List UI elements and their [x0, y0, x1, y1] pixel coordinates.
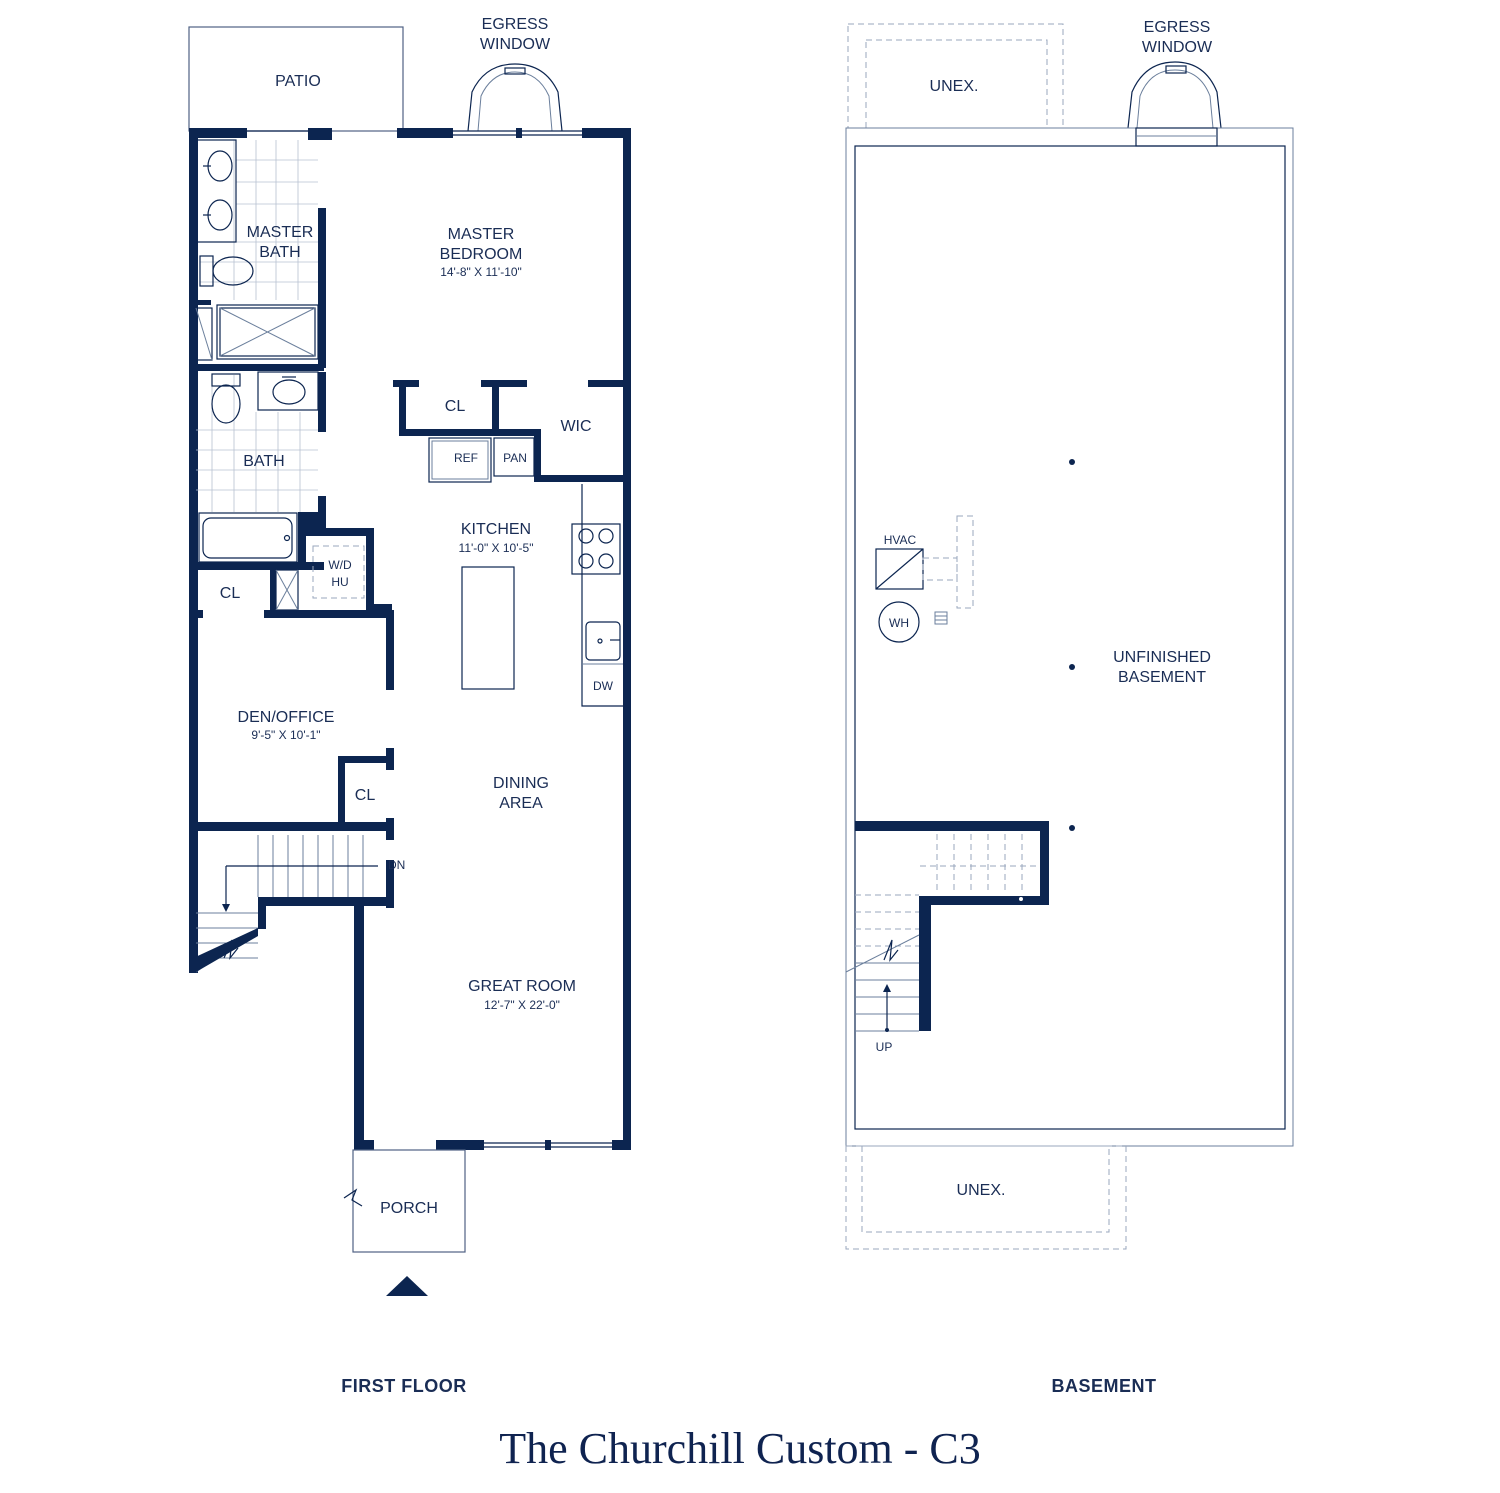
den-office-dims: 9'-5" X 10'-1"	[251, 728, 320, 742]
bath-label: BATH	[243, 453, 284, 470]
kitchen-counter	[581, 484, 623, 707]
dining-area-label-1: DINING	[493, 775, 549, 792]
closet-label-1: CL	[445, 398, 466, 415]
hvac-label: HVAC	[884, 533, 917, 547]
unex-bottom-label: UNEX.	[957, 1182, 1006, 1199]
porch-label: PORCH	[380, 1200, 438, 1217]
dw-label: DW	[593, 679, 614, 693]
basement-egress-window-well	[1127, 61, 1222, 129]
wh-label: WH	[889, 616, 909, 630]
unex-top-label: UNEX.	[930, 78, 979, 95]
water-heater	[878, 601, 920, 643]
master-bedroom-dims: 14'-8" X 11'-10"	[440, 265, 522, 279]
unfinished-basement-label-1: UNFINISHED	[1113, 649, 1211, 666]
support-post	[1069, 664, 1075, 670]
master-toilet	[199, 255, 214, 287]
basement-caption: BASEMENT	[1051, 1376, 1156, 1396]
first-floor-plan	[188, 26, 631, 1296]
wic-label: WIC	[560, 418, 591, 435]
refrigerator	[428, 437, 492, 483]
ref-label: REF	[454, 451, 478, 465]
master-bath-tile	[200, 140, 318, 300]
dining-area-label-2: AREA	[499, 795, 543, 812]
double-vanity	[195, 139, 237, 243]
master-bedroom-label-1: MASTER	[448, 226, 515, 243]
closet-label-2: CL	[220, 585, 241, 602]
support-post	[1069, 825, 1075, 831]
unfinished-basement-label-2: BASEMENT	[1118, 669, 1206, 686]
master-bedroom-label-2: BEDROOM	[440, 246, 523, 263]
bath-tile	[196, 375, 318, 512]
bath-vanity	[257, 371, 319, 411]
bath-toilet-tank	[211, 373, 241, 387]
master-bath-label-1: MASTER	[247, 224, 314, 241]
basement-egress-label-2: WINDOW	[1142, 39, 1213, 56]
bath-toilet	[211, 384, 241, 424]
pan-label: PAN	[503, 451, 527, 465]
den-office-label: DEN/OFFICE	[238, 709, 335, 726]
great-room-label: GREAT ROOM	[468, 978, 576, 995]
egress-window-label-1: EGRESS	[482, 16, 549, 33]
basement-stairs	[845, 834, 1038, 1032]
great-room-dims: 12'-7" X 22'-0"	[484, 998, 560, 1012]
pantry	[493, 437, 535, 477]
patio-label: PATIO	[275, 73, 321, 90]
support-post	[1069, 459, 1075, 465]
stairs-up-label: UP	[876, 1040, 893, 1054]
kitchen-dims: 11'-0" X 10'-5"	[459, 541, 534, 555]
master-bath-label-2: BATH	[259, 244, 300, 261]
egress-window-well	[467, 63, 563, 132]
basement-plan	[845, 23, 1294, 1250]
egress-window-label-2: WINDOW	[480, 36, 551, 53]
master-shower	[216, 304, 319, 360]
kitchen-sink	[585, 621, 621, 661]
plan-title: The Churchill Custom - C3	[499, 1424, 981, 1473]
basement-egress-label-1: EGRESS	[1144, 19, 1211, 36]
entry-arrow-icon	[386, 1276, 428, 1296]
bathtub	[198, 512, 298, 563]
wd-label-2: HU	[331, 575, 348, 589]
stairs-dn-label: DN	[388, 858, 405, 872]
first-floor-caption: FIRST FLOOR	[341, 1376, 467, 1396]
wd-label-1: W/D	[328, 558, 352, 572]
kitchen-island	[461, 566, 515, 690]
cooktop	[571, 523, 621, 575]
washer-dryer	[312, 545, 365, 599]
kitchen-label: KITCHEN	[461, 521, 531, 538]
closet-label-3: CL	[355, 787, 376, 804]
